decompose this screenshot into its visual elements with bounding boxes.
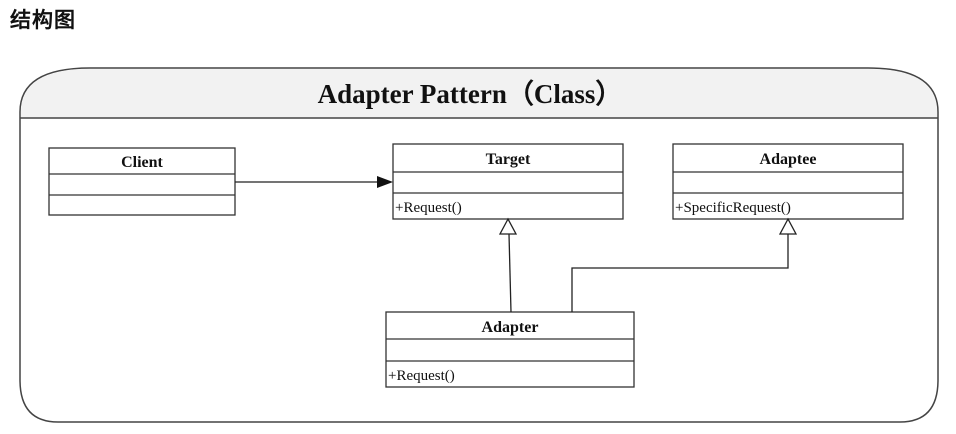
class-client: Client	[48, 147, 236, 216]
class-adaptee: Adaptee +SpecificRequest()	[672, 143, 904, 220]
class-box	[672, 143, 904, 220]
class-box	[48, 147, 236, 216]
page-heading: 结构图	[10, 8, 76, 32]
class-method: +SpecificRequest()	[675, 200, 791, 216]
class-name: Client	[121, 154, 163, 171]
class-box	[385, 311, 635, 388]
class-name: Adapter	[482, 319, 539, 336]
class-name: Adaptee	[760, 151, 817, 168]
class-name: Target	[486, 151, 531, 168]
generalization-line	[508, 233, 512, 313]
association-client-target	[235, 176, 393, 188]
generalization-arrowhead	[498, 217, 518, 235]
class-adapter: Adapter +Request()	[385, 311, 635, 388]
generalization-adapter-adaptee	[571, 217, 798, 312]
generalization-adapter-target	[498, 217, 518, 313]
generalization-line	[571, 234, 789, 312]
association-arrowhead	[377, 176, 393, 188]
diagram-title: Adapter Pattern（Class）	[318, 79, 623, 109]
class-method: +Request()	[395, 200, 462, 216]
class-target: Target +Request()	[392, 143, 624, 220]
title-band	[21, 69, 937, 118]
generalization-arrowhead	[778, 217, 798, 235]
class-box	[392, 143, 624, 220]
class-method: +Request()	[388, 368, 455, 384]
